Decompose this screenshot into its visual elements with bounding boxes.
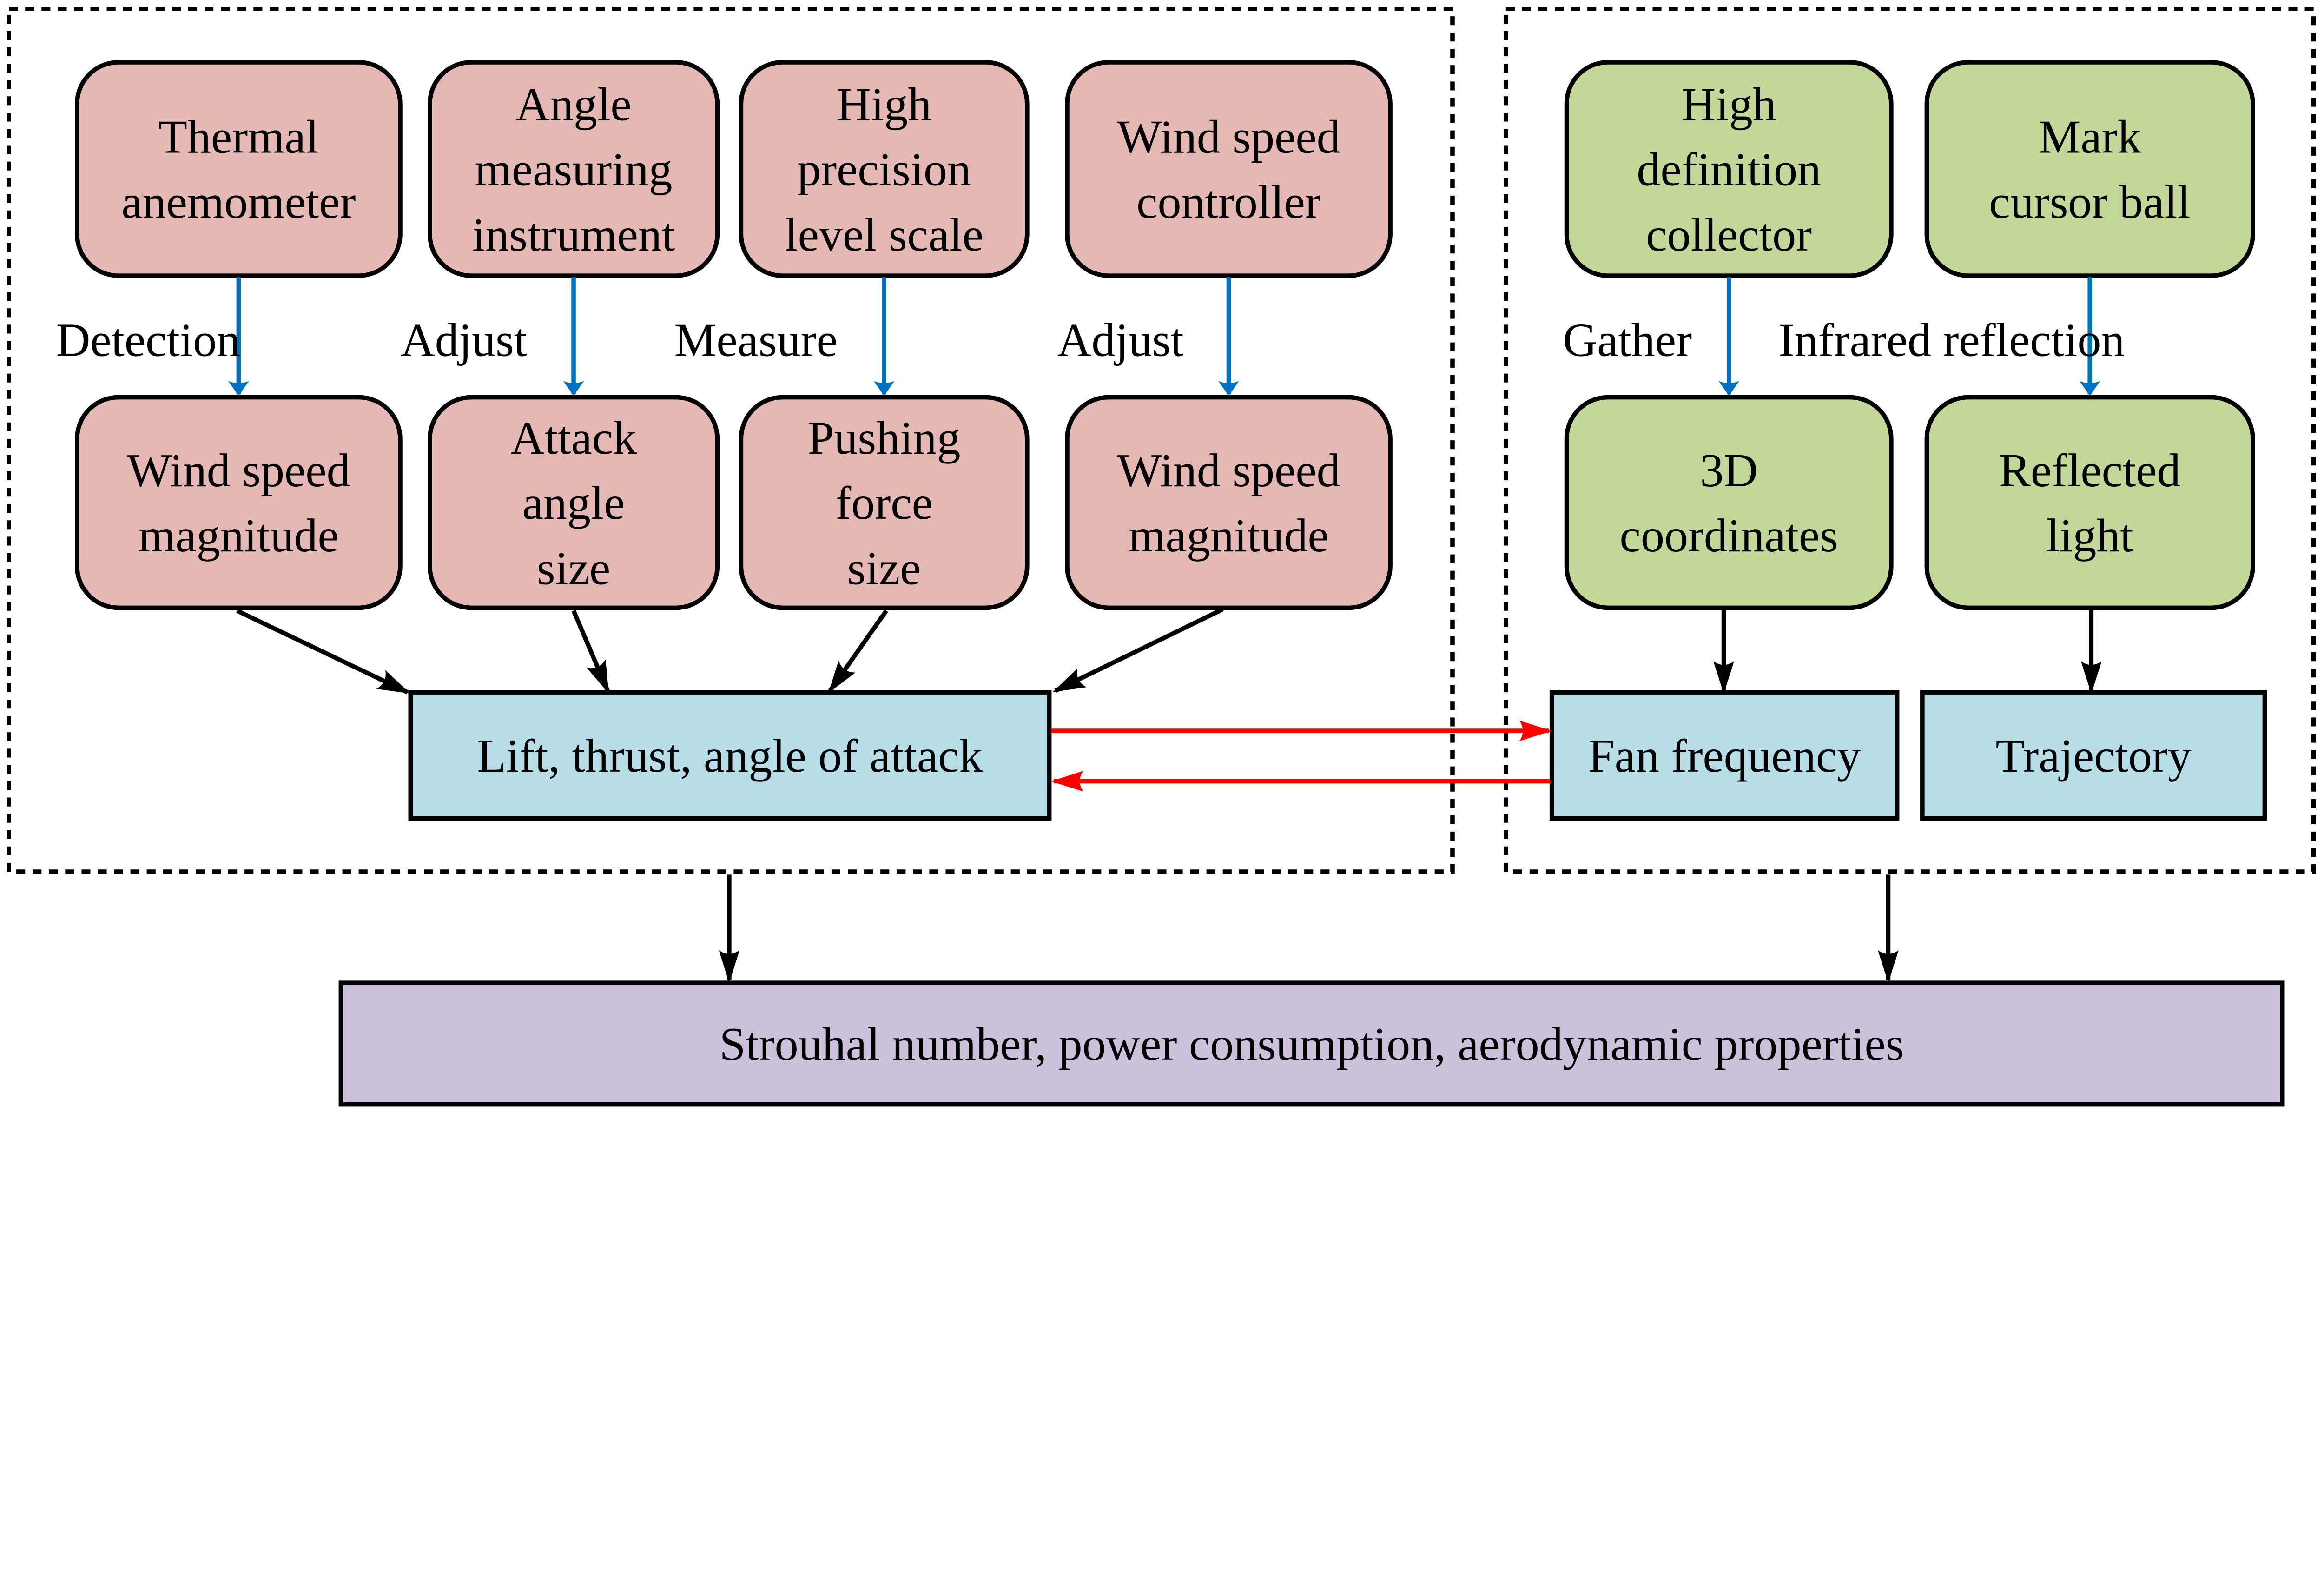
output-box-label: Strouhal number, power consumption, aero… (720, 1018, 1904, 1071)
instrument-box-line: High (1682, 78, 1776, 131)
instrument-box: High definition collector (1564, 60, 1894, 278)
instrument-box: Thermal anemometer (75, 60, 403, 278)
result-box-fan-frequency-label: Fan frequency (1588, 730, 1861, 782)
quantity-box-line: magnitude (1129, 510, 1329, 562)
instrument-box-shape (739, 60, 1030, 278)
quantity-box-line: size (537, 542, 611, 595)
output-box: Strouhal number, power consumption, aero… (338, 980, 2285, 1107)
instrument-box-line: Thermal (158, 111, 319, 163)
quantity-box-line: magnitude (139, 510, 339, 562)
quantity-box-shape (75, 395, 403, 610)
quantity-box-line: Pushing (808, 412, 961, 464)
instrument-box-line: Angle (515, 78, 631, 131)
quantity-box-line: Attack (510, 412, 637, 464)
instrument-box-line: anemometer (121, 176, 356, 229)
instrument-box-line: definition (1637, 144, 1821, 196)
result-box-lift-thrust-label: Lift, thrust, angle of attack (477, 730, 983, 782)
result-box-trajectory-label: Trajectory (1995, 730, 2191, 782)
instrument-box-shape (1924, 60, 2255, 278)
output-box-shape (338, 980, 2285, 1107)
action-label: Detection (56, 314, 241, 366)
result-box-lift-thrust: Lift, thrust, angle of attack (408, 690, 1052, 821)
quantity-box-shape (1065, 395, 1393, 610)
flow-arrow (236, 609, 410, 695)
quantity-box-line: 3D (1700, 444, 1758, 497)
instrument-box-shape (75, 60, 403, 278)
quantity-box: Attack angle size (427, 395, 720, 610)
quantity-box-shape (1924, 395, 2255, 610)
quantity-box-shape (427, 395, 720, 610)
quantity-box-line: angle (522, 477, 625, 530)
instrument-box: Wind speed controller (1065, 60, 1393, 278)
quantity-box: Wind speed magnitude (75, 395, 403, 610)
quantity-box-line: Wind speed (127, 444, 350, 497)
instrument-box: High precision level scale (739, 60, 1030, 278)
result-box-fan-frequency: Fan frequency (1549, 690, 1900, 821)
action-label: Measure (674, 314, 838, 366)
instrument-box-line: High (837, 78, 931, 131)
action-label: Adjust (401, 314, 527, 366)
instrument-box: Mark cursor ball (1924, 60, 2255, 278)
instrument-box-line: precision (797, 144, 971, 196)
instrument-box-line: instrument (472, 209, 675, 261)
result-box-fan-frequency-shape (1549, 690, 1900, 821)
flow-arrow (1052, 607, 1224, 693)
instrument-box-shape (1564, 60, 1894, 278)
action-label: Adjust (1057, 314, 1184, 366)
left-group-frame (7, 7, 1455, 874)
instrument-box-line: collector (1646, 209, 1812, 261)
quantity-box-line: force (835, 477, 933, 530)
flow-arrow (571, 609, 610, 694)
quantity-box-line: light (2047, 510, 2133, 562)
quantity-box-line: Reflected (1999, 444, 2181, 497)
instrument-box-line: Wind speed (1117, 111, 1340, 163)
flow-arrow (828, 609, 888, 694)
quantity-box-line: Wind speed (1117, 444, 1340, 497)
instrument-box-line: Mark (2039, 111, 2142, 163)
instrument-box-line: level scale (785, 209, 984, 261)
result-box-lift-thrust-shape (408, 690, 1052, 821)
instrument-box: Angle measuring instrument (427, 60, 720, 278)
quantity-box: Wind speed magnitude (1065, 395, 1393, 610)
action-label: Infrared reflection (1779, 314, 2125, 366)
quantity-box: Reflected light (1924, 395, 2255, 610)
instrument-box-line: controller (1136, 176, 1321, 229)
quantity-box-shape (739, 395, 1030, 610)
right-group-frame (1504, 7, 2316, 874)
quantity-box: 3D coordinates (1564, 395, 1894, 610)
instrument-box-line: measuring (475, 144, 673, 196)
instrument-box-line: cursor ball (1989, 176, 2190, 229)
quantity-box: Pushing force size (739, 395, 1030, 610)
result-box-trajectory: Trajectory (1920, 690, 2267, 821)
quantity-box-line: coordinates (1620, 510, 1838, 562)
action-label: Gather (1563, 314, 1692, 366)
quantity-box-line: size (847, 542, 921, 595)
result-box-trajectory-shape (1920, 690, 2267, 821)
quantity-box-shape (1564, 395, 1894, 610)
instrument-box-shape (427, 60, 720, 278)
instrument-box-shape (1065, 60, 1393, 278)
